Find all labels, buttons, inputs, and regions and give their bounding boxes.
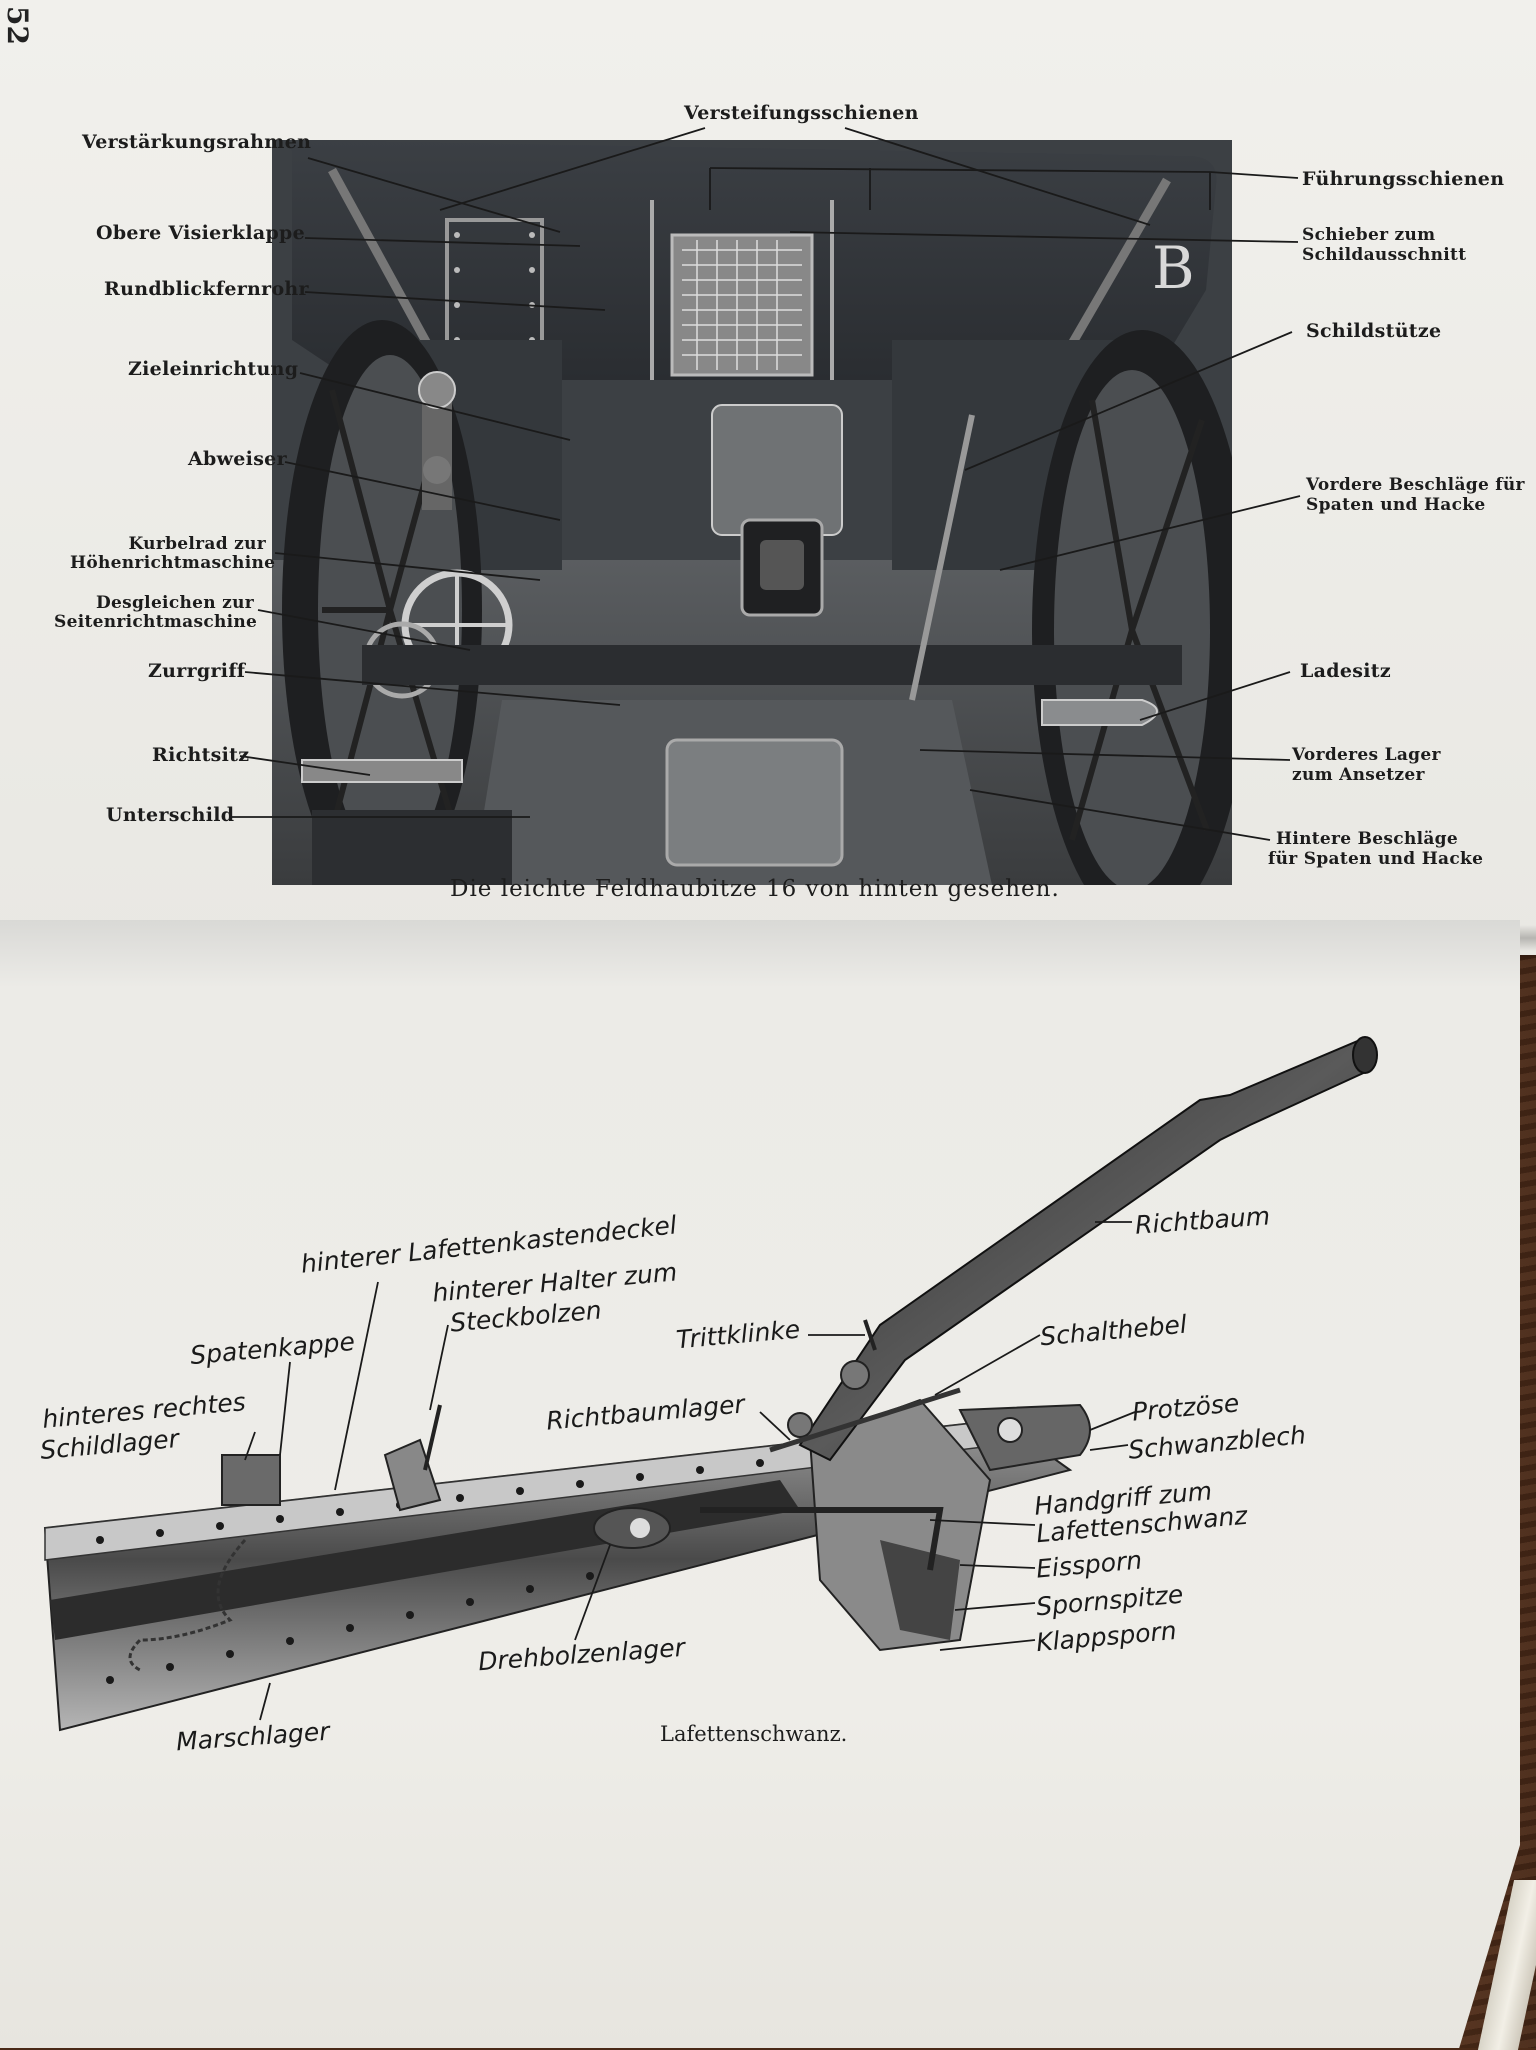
shield-letter: B <box>1152 234 1195 302</box>
label-vorderes-lager-line2: zum Ansetzer <box>1292 765 1425 785</box>
label-schieber-line1: Schieber zum <box>1302 225 1436 245</box>
label-vorderes-lager-line1: Vorderes Lager <box>1292 745 1441 765</box>
bottom-figure-caption: Lafettenschwanz. <box>660 1722 848 1746</box>
label-fuehrungsschienen: Führungsschienen <box>1302 168 1505 190</box>
label-hintere-beschlaege-line1: Hintere Beschläge <box>1276 829 1458 849</box>
label-abweiser: Abweiser <box>188 448 287 470</box>
label-unterschild: Unterschild <box>106 804 235 826</box>
label-versteifungsschienen: Versteifungsschienen <box>684 102 919 124</box>
label-schieber-line2: Schildausschnitt <box>1302 245 1467 265</box>
label-desgleichen-line2: Seitenrichtmaschine <box>54 612 258 632</box>
label-kurbelrad-line1: Kurbelrad zur <box>128 534 266 554</box>
label-verstaerkungsrahmen: Verstärkungsrahmen <box>82 131 312 153</box>
label-vordere-beschlaege-line1: Vordere Beschläge für <box>1306 475 1525 495</box>
label-desgleichen-line1: Desgleichen zur <box>95 593 254 613</box>
top-book-page: 52 B <box>0 0 1536 955</box>
page-number: 52 <box>1 6 34 45</box>
label-rundblickfernrohr: Rundblickfernrohr <box>104 278 309 300</box>
label-schildstuetze: Schildstütze <box>1306 320 1442 342</box>
howitzer-rear-photograph: B <box>272 140 1232 885</box>
label-vordere-beschlaege-line2: Spaten und Hacke <box>1306 495 1486 515</box>
top-figure-caption: Die leichte Feldhaubitze 16 von hinten g… <box>450 876 1060 902</box>
label-zieleinrichtung: Zieleinrichtung <box>128 358 299 380</box>
label-obere-visierklappe: Obere Visierklappe <box>96 222 306 244</box>
label-ladesitz: Ladesitz <box>1300 660 1391 682</box>
label-kurbelrad-line2: Höhenrichtmaschine <box>70 553 276 573</box>
label-zurrgriff: Zurrgriff <box>148 660 246 682</box>
label-richtsitz: Richtsitz <box>152 744 250 766</box>
label-hintere-beschlaege-line2: für Spaten und Hacke <box>1268 849 1484 869</box>
bottom-book-page <box>0 920 1520 2048</box>
